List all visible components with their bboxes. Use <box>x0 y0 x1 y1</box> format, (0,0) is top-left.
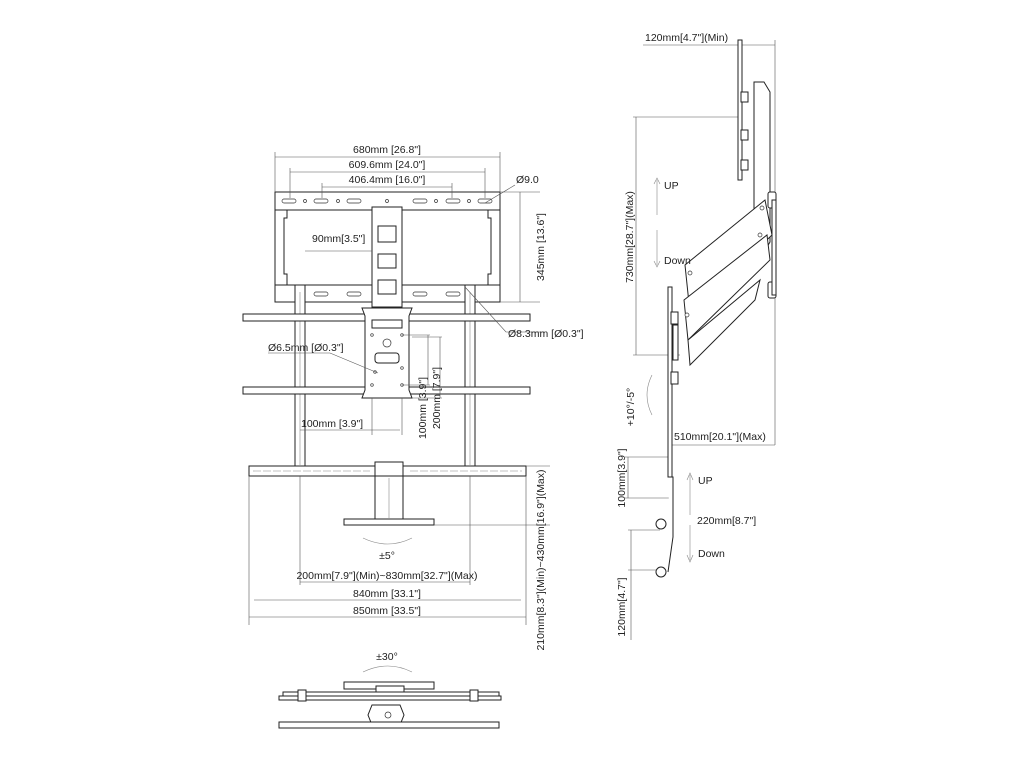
up-label: UP <box>664 180 679 192</box>
front-view: 680mm [26.8"] 609.6mm [24.0"] 406.4mm [1… <box>242 144 584 651</box>
dim-345: 345mm [13.6"] <box>535 213 547 281</box>
dim-406-4: 406.4mm [16.0"] <box>349 174 426 186</box>
up-label-2: UP <box>698 475 713 487</box>
tilt-5: ±5° <box>379 550 395 562</box>
height-730: 730mm[28.7"](Max) <box>624 191 636 283</box>
dim-hole-9: Ø9.0 <box>516 174 539 186</box>
down-label-2: Down <box>698 548 725 560</box>
dim-200-830: 200mm[7.9"](Min)~830mm[32.7"](Max) <box>296 570 477 582</box>
dim-840: 840mm [33.1"] <box>353 588 421 600</box>
dim-210-430: 210mm[8.3"](Min)~430mm[16.9"](Max) <box>535 469 547 650</box>
depth-max: 510mm[20.1"](Max) <box>674 431 766 443</box>
dim-hole-6-5: Ø6.5mm [Ø0.3"] <box>268 342 344 354</box>
dim-hole-8-3: Ø8.3mm [Ø0.3"] <box>508 328 584 340</box>
bottom-bar-and-post <box>248 461 527 545</box>
vert-100-side: 100mm[3.9"] <box>616 448 628 507</box>
front-dimension-lines <box>248 152 550 625</box>
side-articulating-arm <box>683 199 773 367</box>
tilt-range: +10°/-5° <box>625 388 637 426</box>
dim-609-6: 609.6mm [24.0"] <box>349 159 426 171</box>
dim-680: 680mm [26.8"] <box>353 144 421 156</box>
vesa-bracket <box>361 307 413 399</box>
center-arm <box>371 206 403 308</box>
top-view: ±30° <box>278 651 502 729</box>
dim-100-vertical: 100mm [3.9"] <box>417 377 429 439</box>
dim-100-horizontal: 100mm [3.9"] <box>301 418 363 430</box>
travel-220: 220mm[8.7"] <box>697 515 756 527</box>
down-label: Down <box>664 255 691 267</box>
dim-90: 90mm[3.5"] <box>312 233 365 245</box>
side-tv-bracket <box>655 286 679 578</box>
side-view: 120mm[4.7"](Min) 730mm[28.7"](Max) UP Do… <box>616 32 777 640</box>
dim-850: 850mm [33.5"] <box>353 605 421 617</box>
depth-min: 120mm[4.7"](Min) <box>645 32 728 44</box>
swivel-30: ±30° <box>376 651 398 663</box>
vert-120-side: 120mm[4.7"] <box>616 577 628 636</box>
dim-200-vertical: 200mm [7.9"] <box>431 367 443 429</box>
